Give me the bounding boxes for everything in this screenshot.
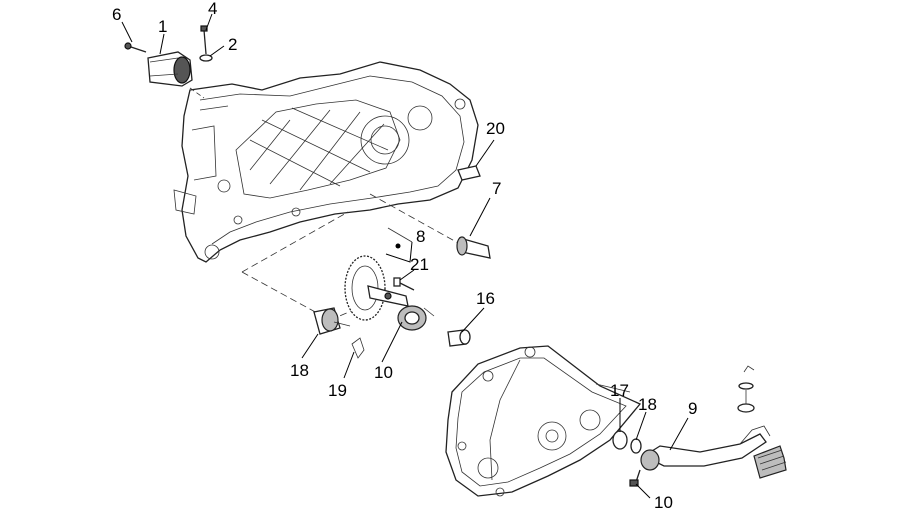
label-4: 4 bbox=[208, 0, 217, 18]
label-10: 10 bbox=[654, 493, 673, 512]
bushing-11 bbox=[447, 329, 471, 347]
label-9: 9 bbox=[688, 399, 697, 418]
part-number-labels: 6 1 4 2 20 7 8 21 16 18 10 19 17 18 9 10 bbox=[112, 0, 697, 512]
label-1: 1 bbox=[158, 17, 167, 36]
label-8: 10 bbox=[374, 363, 393, 382]
seal-18 bbox=[630, 438, 642, 454]
pad-20 bbox=[457, 165, 481, 181]
spring-8 bbox=[397, 305, 435, 331]
label-18: 18 bbox=[638, 395, 657, 414]
label-2: 2 bbox=[228, 35, 237, 54]
o-ring-17 bbox=[612, 430, 628, 450]
starter-gear-7 bbox=[344, 255, 409, 321]
bolt-21 bbox=[393, 277, 415, 291]
label-16: 18 bbox=[290, 361, 309, 380]
label-19: 19 bbox=[328, 381, 347, 400]
assembly-guide bbox=[241, 211, 413, 321]
crankcase bbox=[173, 61, 479, 263]
leader-lines bbox=[121, 13, 689, 499]
kick-lever-9 bbox=[640, 425, 771, 471]
part-16 bbox=[313, 307, 351, 335]
label-5: 6 bbox=[112, 5, 121, 24]
starter-motor bbox=[147, 51, 205, 99]
label-11: 16 bbox=[476, 289, 495, 308]
screw-5 bbox=[124, 42, 147, 53]
label-21: 21 bbox=[410, 255, 429, 274]
bolt-4 bbox=[200, 25, 208, 55]
label-6: 7 bbox=[492, 179, 501, 198]
bolt-10 bbox=[629, 469, 641, 487]
washer-2 bbox=[199, 54, 213, 62]
label-20: 20 bbox=[486, 119, 505, 138]
label-7: 8 bbox=[416, 227, 425, 246]
peg-assembly bbox=[737, 365, 787, 479]
transmission-cover bbox=[445, 345, 642, 497]
label-17: 17 bbox=[610, 381, 629, 400]
pinion-6 bbox=[369, 193, 491, 259]
clip-19 bbox=[351, 337, 365, 359]
